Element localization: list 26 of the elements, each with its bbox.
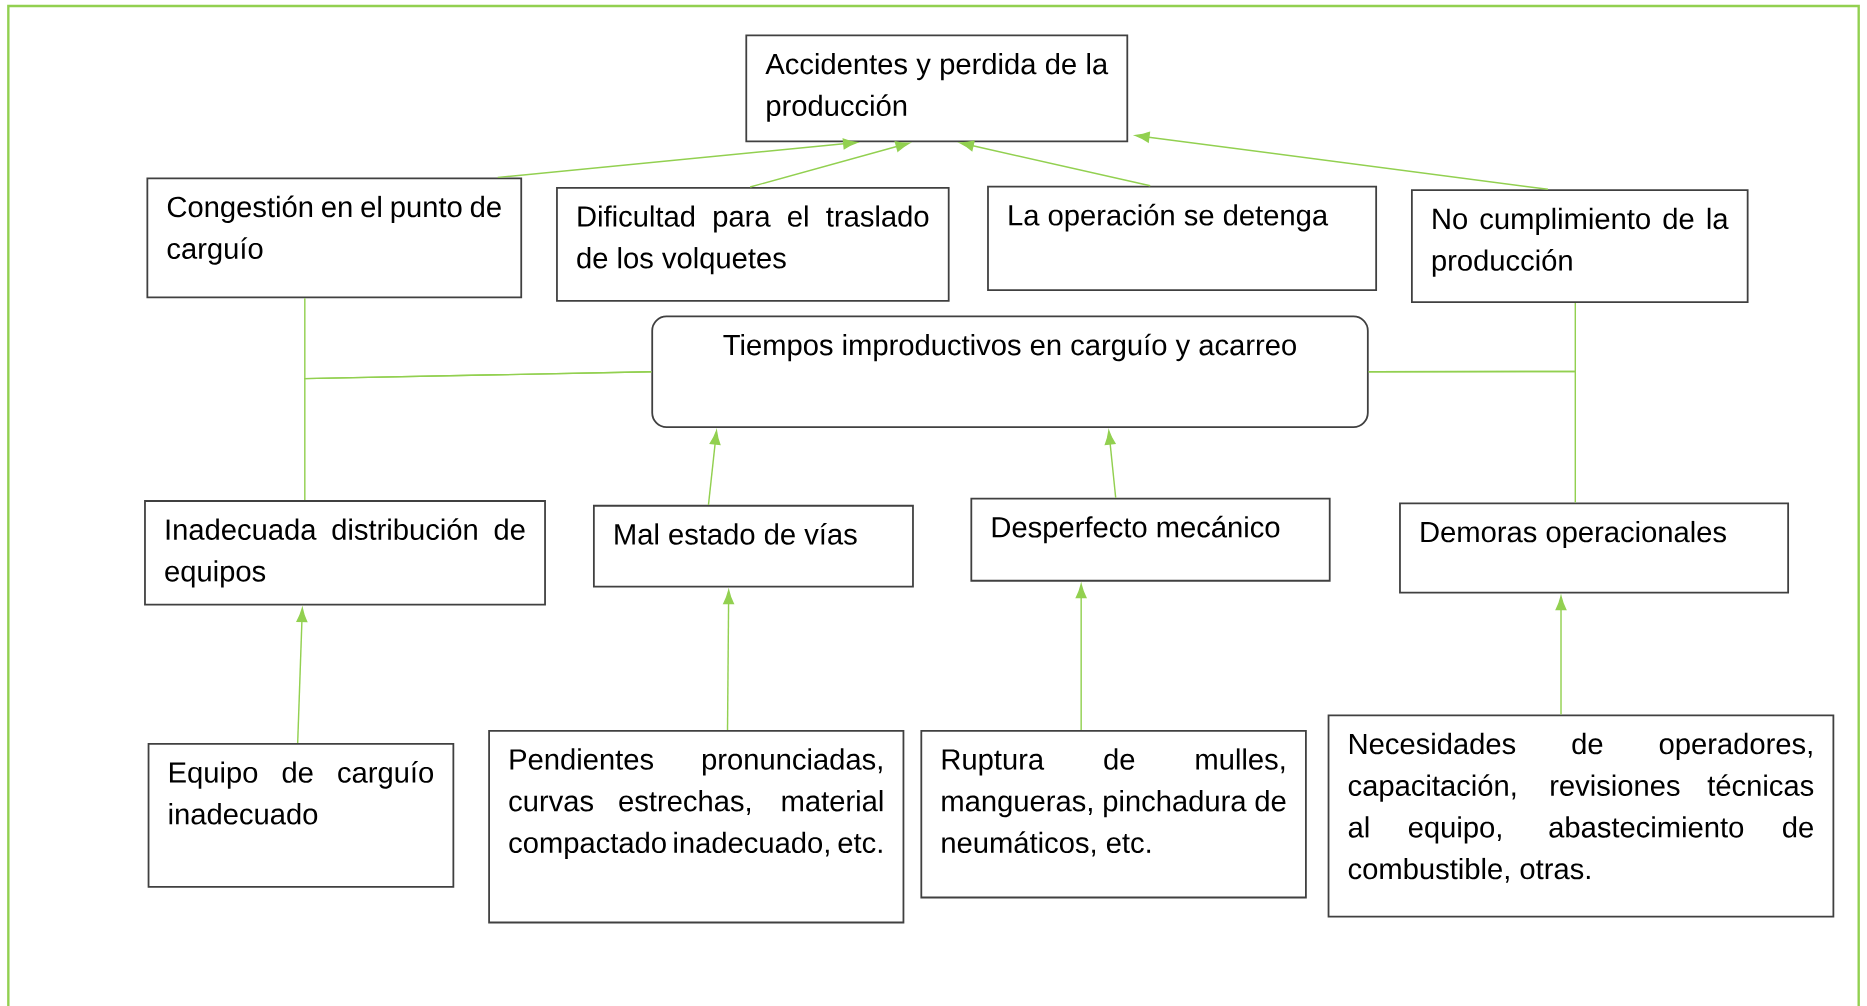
arrow (1555, 595, 1567, 716)
text-box: La operación se detenga (987, 185, 1378, 292)
text-box: Accidentes y perdida de la producción (745, 34, 1129, 143)
connector-line (304, 371, 653, 501)
arrow (497, 138, 858, 179)
text-box: Pendientes pronunciadas, curvas estrechas, material compactado inadecuado, etc. (488, 729, 905, 924)
arrow (707, 430, 721, 506)
connector-line (1368, 370, 1576, 504)
arrow (749, 141, 910, 188)
text-box: Dificultad para el traslado de los volquetes (556, 186, 950, 302)
text-box: Mal estado de vías (592, 504, 914, 588)
text-box: Congestión en el punto de carguío (146, 177, 523, 299)
text-box: Equipo de carguío inadecuado (147, 742, 455, 888)
arrow (723, 589, 735, 731)
arrow (959, 140, 1151, 187)
arrow (296, 607, 308, 744)
text-box: Demoras operacionales (1399, 502, 1790, 594)
text-box: Desperfecto mecánico (970, 497, 1331, 582)
arrow (1135, 131, 1549, 190)
text-box: Ruptura de mulles, mangueras, pinchadura de neumáticos, etc. (920, 729, 1307, 899)
text-box: Necesidades de operadores, capacitación, revisiones técnicas al equipo, abastecimiento de combustible, otras. (1327, 714, 1835, 918)
rounded-box: Tiempos improductivos en carguío y acarreo (651, 315, 1369, 428)
arrow (1075, 583, 1087, 731)
text-box: No cumplimiento de la producción (1411, 189, 1749, 303)
text-box: Inadecuada distribución de equipos (144, 500, 546, 606)
arrow (1104, 430, 1117, 499)
